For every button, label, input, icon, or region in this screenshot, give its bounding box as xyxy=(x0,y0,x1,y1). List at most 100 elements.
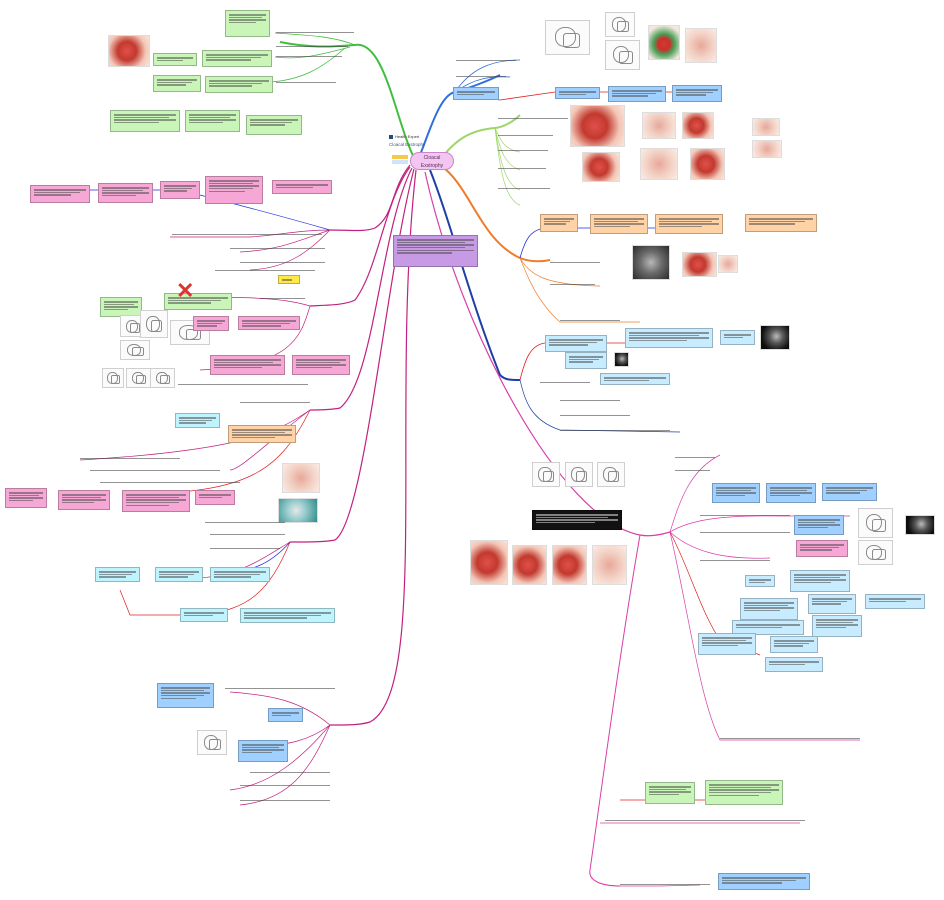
clinical-photo[interactable] xyxy=(512,545,547,585)
topic-label[interactable] xyxy=(605,820,805,822)
note-green[interactable] xyxy=(246,115,302,135)
anatomy-sketch[interactable] xyxy=(597,462,625,487)
topic-label[interactable] xyxy=(276,56,342,58)
note-green[interactable] xyxy=(100,297,142,317)
topic-label[interactable] xyxy=(178,384,308,386)
topic-label[interactable] xyxy=(675,457,715,459)
topic-label[interactable] xyxy=(456,60,516,62)
note-green[interactable] xyxy=(164,293,232,310)
note-orange[interactable] xyxy=(228,425,296,443)
note-light-blue[interactable] xyxy=(790,570,850,592)
note-blue[interactable] xyxy=(238,740,288,762)
clinical-photo[interactable] xyxy=(685,28,717,63)
topic-label[interactable] xyxy=(620,884,710,886)
anatomy-sketch[interactable] xyxy=(532,462,560,487)
note-light-blue[interactable] xyxy=(600,373,670,385)
note-orange[interactable] xyxy=(655,214,723,234)
note-blue[interactable] xyxy=(608,86,666,102)
note-light-blue[interactable] xyxy=(698,633,756,655)
topic-label[interactable] xyxy=(720,738,860,740)
topic-label[interactable] xyxy=(560,400,620,402)
note-pink[interactable] xyxy=(238,316,300,330)
topic-label[interactable] xyxy=(498,135,553,137)
topic-label[interactable] xyxy=(550,284,595,286)
anatomy-sketch[interactable] xyxy=(545,20,590,55)
central-topic[interactable]: Cloacal Exstrophy xyxy=(410,152,454,170)
topic-label[interactable] xyxy=(260,298,305,300)
note-green[interactable] xyxy=(705,780,783,805)
anatomy-sketch[interactable] xyxy=(858,540,893,565)
note-pink[interactable] xyxy=(98,183,153,203)
note-blue[interactable] xyxy=(157,683,214,708)
topic-label[interactable] xyxy=(250,772,330,774)
note-light-blue[interactable] xyxy=(765,657,823,672)
topic-label[interactable] xyxy=(240,800,330,802)
topic-label[interactable] xyxy=(205,522,285,524)
note-blue[interactable] xyxy=(718,873,810,890)
topic-label[interactable] xyxy=(100,482,240,484)
note-pink[interactable] xyxy=(122,490,190,512)
clinical-photo[interactable] xyxy=(752,118,780,136)
note-pink[interactable] xyxy=(195,490,235,505)
topic-label[interactable] xyxy=(230,248,325,250)
topic-label[interactable] xyxy=(700,515,790,517)
note-cyan[interactable] xyxy=(95,567,140,582)
note-blue[interactable] xyxy=(555,87,600,99)
topic-label[interactable] xyxy=(700,532,790,534)
clinical-photo[interactable] xyxy=(648,25,680,60)
note-pink[interactable] xyxy=(30,185,90,203)
note-light-blue[interactable] xyxy=(720,330,755,345)
note-orange[interactable] xyxy=(540,214,578,232)
anatomy-sketch[interactable] xyxy=(605,12,635,37)
note-pink[interactable] xyxy=(5,488,47,508)
note-pink[interactable] xyxy=(58,490,110,510)
topic-label[interactable] xyxy=(210,548,280,550)
anatomy-sketch[interactable] xyxy=(102,368,124,388)
note-pink[interactable] xyxy=(796,540,848,557)
topic-label[interactable] xyxy=(560,415,630,417)
note-pink[interactable] xyxy=(160,181,200,199)
note-light-blue[interactable] xyxy=(625,328,713,348)
note-dark[interactable] xyxy=(532,510,622,530)
clinical-photo[interactable] xyxy=(752,140,782,158)
topic-label[interactable] xyxy=(276,32,354,34)
clinical-photo[interactable] xyxy=(690,148,725,180)
clinical-photo[interactable] xyxy=(552,545,587,585)
topic-label[interactable] xyxy=(700,560,770,562)
note-light-blue[interactable] xyxy=(812,615,862,637)
anatomy-sketch[interactable] xyxy=(120,340,150,360)
clinical-photo[interactable] xyxy=(282,463,320,493)
topic-label[interactable] xyxy=(498,118,568,120)
note-orange[interactable] xyxy=(590,214,648,234)
ultrasound-image[interactable] xyxy=(760,325,790,350)
topic-label[interactable] xyxy=(215,270,315,272)
note-green[interactable] xyxy=(202,50,272,67)
note-blue[interactable] xyxy=(822,483,877,501)
note-blue[interactable] xyxy=(453,87,499,100)
clinical-photo[interactable] xyxy=(108,35,150,67)
topic-label[interactable] xyxy=(80,458,180,460)
note-blue[interactable] xyxy=(794,515,844,535)
clinical-photo[interactable] xyxy=(682,112,714,139)
topic-label[interactable] xyxy=(498,150,548,152)
note-light-blue[interactable] xyxy=(732,620,804,635)
topic-label[interactable] xyxy=(498,168,546,170)
note-green[interactable] xyxy=(205,76,273,93)
note-light-blue[interactable] xyxy=(545,335,607,352)
note-cyan[interactable] xyxy=(180,608,228,622)
note-light-blue[interactable] xyxy=(770,636,818,653)
topic-label[interactable] xyxy=(498,188,550,190)
topic-label[interactable] xyxy=(225,688,335,690)
clinical-photo[interactable] xyxy=(642,112,676,139)
topic-label[interactable] xyxy=(540,382,590,384)
note-orange[interactable] xyxy=(745,214,817,232)
note-light-blue[interactable] xyxy=(745,575,775,587)
topic-label[interactable] xyxy=(456,76,506,78)
note-light-blue[interactable] xyxy=(565,352,607,369)
clinical-photo[interactable] xyxy=(718,255,738,273)
note-light-blue[interactable] xyxy=(740,598,798,620)
note-pink[interactable] xyxy=(193,316,229,331)
note-green[interactable] xyxy=(153,53,197,66)
topic-label[interactable] xyxy=(560,320,620,322)
